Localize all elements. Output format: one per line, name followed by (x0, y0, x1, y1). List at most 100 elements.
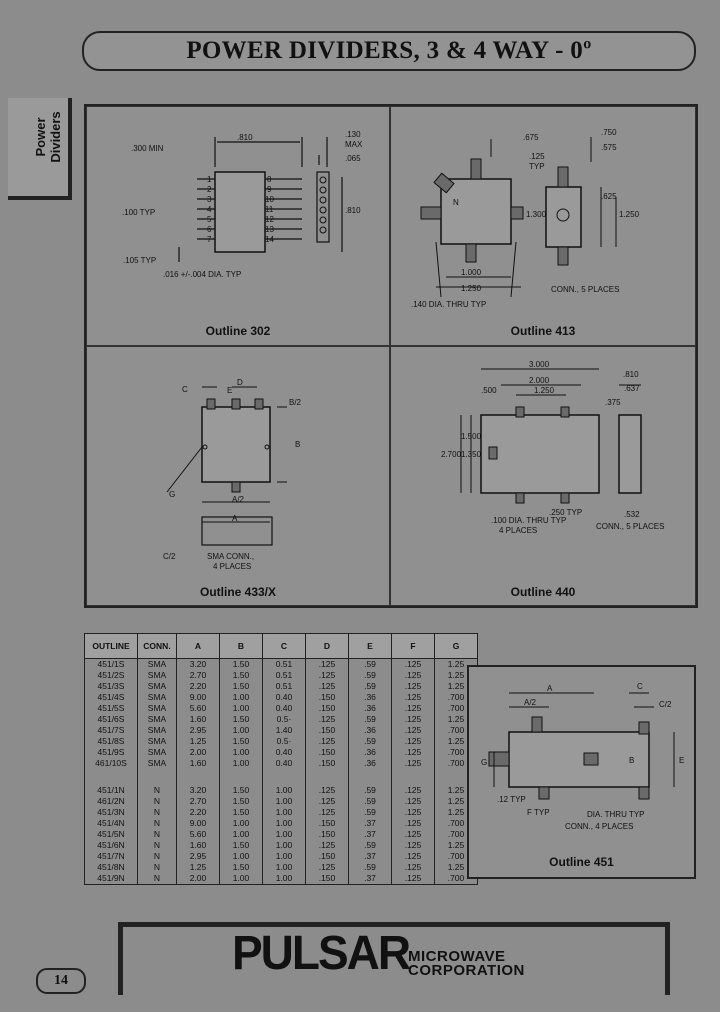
outline-302-caption: Outline 302 (205, 324, 271, 338)
table-cell: .150 (305, 829, 349, 840)
table-cell: .125 (391, 658, 435, 670)
page-title-banner: POWER DIVIDERS, 3 & 4 WAY - 0º (82, 31, 696, 71)
outline-413-dim-2: .750 (601, 128, 617, 137)
table-cell: 2.95 (176, 725, 220, 736)
table-cell: SMA (137, 714, 177, 725)
table-cell: .125 (305, 862, 349, 873)
outline-302-dim-pin-dia: .016 +/-.004 DIA. TYP (163, 270, 241, 279)
col-e: E (348, 633, 392, 659)
col-c: C (262, 633, 306, 659)
table-cell: N (137, 796, 177, 807)
table-cell: 451/5N (84, 829, 138, 840)
pin-label: 8 (267, 175, 272, 184)
company-name: MICROWAVE CORPORATION (408, 949, 525, 978)
outline-433x-dim-b: B (295, 440, 300, 449)
table-cell: 1.00 (219, 725, 263, 736)
outline-451-dim-c: C (637, 682, 643, 691)
table-cell: 0.5· (262, 736, 306, 747)
col-g: G (434, 633, 478, 659)
outline-440-conn-note: CONN., 5 PLACES (596, 522, 664, 531)
table-cell: 2.70 (176, 670, 220, 681)
table-cell: 0.40 (262, 747, 306, 758)
table-cell: SMA (137, 670, 177, 681)
table-cell: .125 (305, 785, 349, 796)
table-cell: 461/10S (84, 758, 138, 769)
table-cell: 5.60 (176, 703, 220, 714)
table-cell: 1.00 (219, 818, 263, 829)
outline-433x-conn-places: 4 PLACES (213, 562, 251, 571)
table-cell: 5.60 (176, 829, 220, 840)
table-cell: 451/8N (84, 862, 138, 873)
pin-label: 1 (207, 175, 212, 184)
table-cell: .125 (305, 681, 349, 692)
table-cell: 0.5· (262, 714, 306, 725)
pin-label: 11 (265, 205, 274, 214)
table-cell: SMA (137, 658, 177, 670)
outline-440-cell: 3.000 2.000 1.250 .500 .375 .810 .637 1.… (390, 346, 696, 606)
table-cell: .36 (348, 747, 392, 758)
table-cell: 1.00 (219, 758, 263, 769)
table-cell: 461/2N (84, 796, 138, 807)
table-cell: .125 (391, 670, 435, 681)
outline-440-dim-7: .637 (624, 384, 640, 393)
table-cell: SMA (137, 736, 177, 747)
outline-440-dim-6: .810 (623, 370, 639, 379)
outline-413-dim-3: .125 (529, 152, 545, 161)
page-title: POWER DIVIDERS, 3 & 4 WAY - 0º (186, 37, 592, 64)
outline-440-hole-places: 4 PLACES (499, 526, 537, 535)
table-cell: .150 (305, 725, 349, 736)
outline-433x-dim-d: D (237, 378, 243, 387)
table-cell: .125 (391, 725, 435, 736)
table-cell: .125 (305, 840, 349, 851)
table-cell: .125 (391, 785, 435, 796)
pin-label: 5 (207, 215, 212, 224)
outline-451-caption: Outline 451 (549, 855, 614, 869)
pulsar-logo: PULSAR (232, 924, 411, 980)
outline-451-drawing: A A/2 C C/2 G E B F TYP .12 TYP CONN., 4… (481, 682, 684, 831)
table-cell: 451/7N (84, 851, 138, 862)
table-cell: .125 (391, 681, 435, 692)
table-cell: 1.60 (176, 714, 220, 725)
outline-440-dim-8: 1.500 (461, 432, 482, 441)
table-cell: .59 (348, 736, 392, 747)
outline-433x-dim-c: C (182, 385, 188, 394)
table-cell: .36 (348, 725, 392, 736)
outline-413-port-n: N (453, 198, 459, 207)
table-cell: 1.00 (262, 818, 306, 829)
outline-413-caption: Outline 413 (510, 324, 576, 338)
outline-302-cell: .810 .300 MIN .130 MAX .065 .100 TYP .81… (86, 106, 390, 346)
table-cell: 451/1N (84, 785, 138, 796)
table-cell: 451/3S (84, 681, 138, 692)
table-cell: .125 (391, 873, 435, 885)
table-cell: 1.60 (176, 840, 220, 851)
pin-label: 12 (265, 215, 274, 224)
table-cell: SMA (137, 725, 177, 736)
table-cell: .125 (391, 796, 435, 807)
table-cell: .125 (305, 658, 349, 670)
outline-451-dim-e: E (679, 756, 684, 765)
pin-label: 6 (207, 225, 212, 234)
outline-413-dim-6: .625 (601, 192, 617, 201)
outline-413-dim-4: TYP (529, 162, 545, 171)
table-cell: N (137, 829, 177, 840)
col-d: D (305, 633, 349, 659)
table-cell: 1.00 (262, 873, 306, 885)
pin-label: 9 (267, 185, 272, 194)
table-cell: .125 (391, 862, 435, 873)
table-cell: .125 (391, 840, 435, 851)
table-cell: .125 (391, 829, 435, 840)
logo-frame (118, 922, 670, 995)
section-tab: Power Dividers (8, 98, 72, 200)
